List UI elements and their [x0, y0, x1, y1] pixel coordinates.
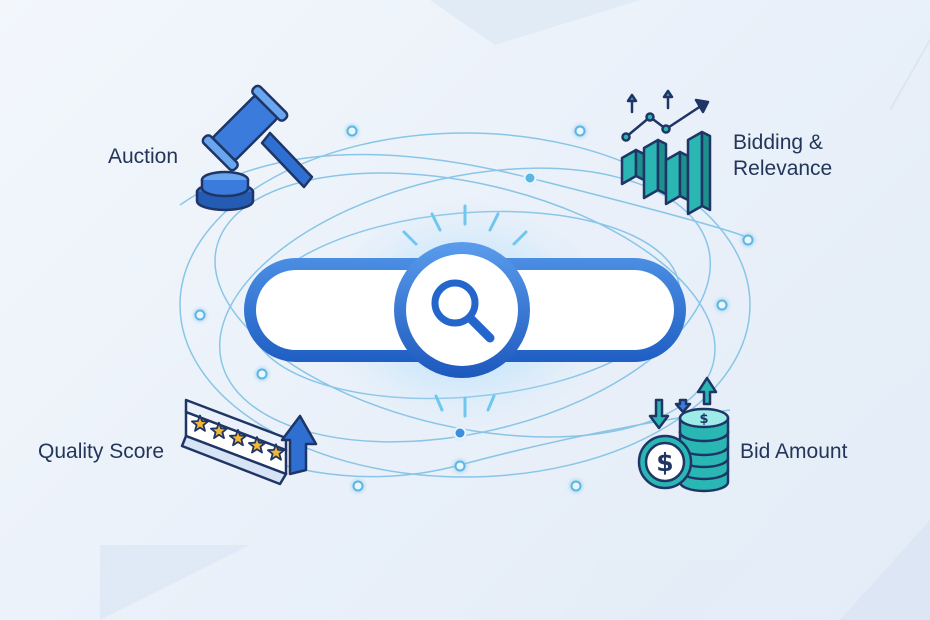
label-bidding-line-1: Bidding & — [733, 131, 823, 154]
bg-panel-bottom — [560, 560, 760, 620]
dollar-symbol: $ — [656, 448, 673, 477]
orbit-node — [352, 480, 364, 492]
rating-star — [210, 421, 228, 439]
magnifier-icon — [431, 279, 495, 343]
orbit-node — [570, 480, 582, 492]
bg-triangle-bottom-left — [100, 545, 250, 620]
bg-triangle-bottom-right — [840, 520, 930, 620]
rating-star — [267, 443, 285, 461]
rating-star — [248, 436, 266, 454]
bg-line-right — [889, 39, 930, 111]
orbit-node — [574, 125, 586, 137]
rating-star — [229, 429, 247, 447]
orbit-node — [523, 171, 537, 185]
orbit-node — [716, 299, 728, 311]
bg-triangle-top — [430, 0, 640, 45]
rating-star — [191, 414, 209, 432]
orbit-node — [742, 234, 754, 246]
orbit-arc-upper — [179, 153, 752, 241]
label-bidding-line-2: Relevance — [733, 157, 833, 180]
glow-rays — [402, 204, 528, 418]
label-bid-amount: Bid Amount — [740, 440, 848, 463]
label-bidding-relevance: Bidding & Relevance — [733, 130, 832, 182]
label-quality-score: Quality Score — [38, 440, 165, 463]
orbit-node — [454, 460, 466, 472]
orbit-node — [346, 125, 358, 137]
rating-stars — [191, 414, 285, 461]
orbit-node — [194, 309, 206, 321]
dollar-symbol: $ — [699, 412, 708, 427]
orbit-node — [256, 368, 268, 380]
label-auction: Auction — [108, 145, 179, 168]
orbit-ring-outer — [179, 132, 751, 478]
